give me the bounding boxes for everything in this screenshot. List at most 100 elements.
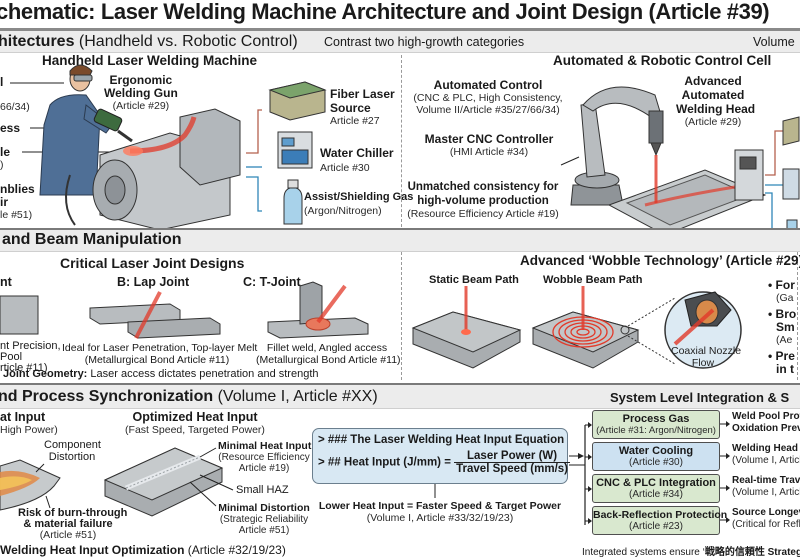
section3-title-rest: (Volume I, Article #XX): [213, 388, 378, 405]
integration-footer: Integrated systems ensure ‘戦略的信頼性 Strate…: [582, 543, 800, 558]
equation-fraction: Laser Power (W) Travel Speed (mm/s): [454, 450, 570, 475]
gun-callout: Ergonomic Welding Gun (Article #29): [104, 74, 178, 113]
cnc-controller-title: Master CNC Controller: [424, 132, 554, 146]
section3-title: nd Process Synchronization (Volume I, Ar…: [0, 388, 378, 406]
risk-line-3: (Article #51): [39, 529, 97, 541]
wobble-bullet-1-line2: (Ga: [776, 292, 794, 304]
fiber-source-article: Article #27: [330, 115, 380, 127]
risk-callout: Risk of burn-through & material failure …: [18, 508, 127, 541]
minimal-distortion-sub2: Article #51): [238, 525, 290, 536]
wobble-bullet-3: • Pre: [768, 349, 795, 363]
heat-input-footer-bold: Welding Heat Input Optimization: [0, 543, 185, 557]
output-3-line2: (Volume I, Article: [732, 487, 800, 498]
minimal-heat-sub2: Article #19): [238, 463, 290, 474]
output-3-line1: Real-time Travel S: [732, 475, 800, 486]
section1-note: Contrast two high-growth categories: [324, 35, 525, 49]
equation-note-2: (Volume I, Article #33/32/19/23): [366, 512, 514, 524]
section2-right-border: [797, 252, 798, 380]
wobble-bullet-2-line1: Bro: [775, 307, 797, 321]
welding-gun-icon: [93, 108, 133, 143]
handheld-label-8: le #51): [0, 209, 33, 221]
gas-bottle-icon: [283, 179, 303, 225]
equation-note: Lower Heat Input = Faster Speed & Target…: [315, 500, 565, 524]
back-reflection-sub: (Article #23): [629, 521, 683, 532]
laser-machine-body: [92, 108, 241, 231]
output-4-line2: (Critical for Reflec: [732, 519, 800, 530]
output-2: Welding Head & (Volume I, Article: [732, 443, 800, 471]
risk-line-2: & material failure: [23, 518, 113, 530]
handheld-title: Handheld Laser Welding Machine: [42, 53, 258, 68]
robot-chiller-icon: [782, 168, 800, 200]
section1-title: hitectures (Handheld vs. Robotic Control…: [0, 33, 298, 51]
wobble-bullet-3-line1: Pre: [775, 349, 795, 363]
optimized-heat-plate-icon: [103, 447, 234, 517]
gun-article: (Article #29): [112, 100, 170, 112]
welding-head-line-3: Welding Head: [676, 102, 756, 116]
handheld-label-1: l: [0, 75, 4, 89]
coaxial-nozzle-label-2: Flow: [691, 357, 715, 369]
welding-head-callout: Advanced Automated Welding Head (Article…: [676, 74, 756, 128]
section2-header-band: [0, 230, 800, 252]
consistency-line-1: Unmatched consistency for: [407, 181, 559, 193]
wobble-bullet-3-line2: in t: [776, 362, 794, 376]
joint-geometry-footer-bold: Joint Geometry:: [3, 368, 88, 380]
automated-control-sub1: (CNC & PLC, High Consistency,: [413, 92, 563, 104]
wobble-bullet-1-line1: For: [775, 278, 795, 292]
wobble-beam-label: Wobble Beam Path: [543, 274, 643, 286]
gas-connector: [246, 176, 262, 212]
high-heat-title: at Input: [0, 410, 46, 424]
integration-box-back-reflection: Back-Reflection Protection (Article #23): [592, 506, 727, 535]
optimized-heat-title: Optimized Heat Input: [132, 410, 258, 424]
process-gas-title: Process Gas: [622, 413, 690, 425]
output-1: Weld Pool Protec Oxidation Prever: [732, 411, 800, 439]
output-2-line1: Welding Head &: [732, 443, 800, 454]
component-distortion-2: Distortion: [48, 451, 96, 463]
laser-beam-icon: [644, 155, 736, 207]
wobble-bullet-2-line3: (Ae: [776, 334, 793, 346]
lap-joint-icon: [89, 291, 221, 339]
cnc-leader-line: [560, 156, 580, 166]
section1-title-rest: (Handheld vs. Robotic Control): [74, 33, 298, 50]
joint-illustrations: [0, 281, 369, 339]
integration-footer-prefix: Integrated systems ensure ‘: [582, 547, 705, 558]
section1-volume: Volume: [753, 35, 795, 49]
joint-c-desc-2: (Metallurgical Bond Article #11): [256, 354, 401, 366]
water-cooling-title: Water Cooling: [618, 445, 694, 457]
wobble-beam-plate-icon: [531, 286, 640, 369]
output-3: Real-time Travel S (Volume I, Article: [732, 475, 800, 503]
hmi-controller-icon: [734, 149, 764, 201]
joint-b-desc-1: Ideal for Laser Penetration, Top-layer M…: [62, 342, 258, 354]
handheld-label-5: ): [0, 159, 4, 171]
welding-head-article: (Article #29): [684, 116, 742, 128]
wobble-bullet-2: • Bro: [768, 307, 797, 321]
equation-formula: > ## Heat Input (J/mm) = Laser Power (W)…: [318, 450, 570, 475]
section2-divider: [401, 252, 402, 380]
nozzle-zoom-lines: [627, 297, 676, 365]
wobble-illustrations: [411, 286, 742, 369]
section1-divider: [401, 55, 402, 227]
heat-input-equation-box: > ### The Laser Welding Heat Input Equat…: [312, 428, 570, 484]
robot-fiber-source-icon: [782, 116, 800, 146]
joints-title: Critical Laser Joint Designs: [60, 255, 245, 271]
fiber-laser-source-icon: [268, 81, 327, 121]
assist-gas-title: Assist/Shielding Gas: [304, 191, 414, 203]
wobble-bullet-2-line2: Sm: [776, 320, 795, 334]
robot-arm-icon: [570, 86, 664, 206]
automated-control-sub2: Volume II/Article #35/27/66/34): [416, 104, 560, 116]
integration-output-arrows: [720, 421, 730, 523]
coaxial-nozzle-icon: [664, 291, 742, 369]
welding-head-line-1: Advanced: [684, 74, 742, 88]
small-haz-label: Small HAZ: [236, 484, 289, 496]
cnc-plc-sub: (Article #34): [629, 489, 683, 500]
fiber-source-title-1: Fiber Laser: [330, 87, 395, 101]
handheld-label-3: ess: [0, 121, 21, 135]
gun-label-2: Welding Gun: [104, 86, 178, 100]
output-4-line1: Source Longevit: [732, 507, 800, 518]
integration-box-water-cooling: Water Cooling (Article #30): [592, 442, 720, 471]
output-1-line2: Oxidation Prever: [732, 423, 800, 434]
output-2-line2: (Volume I, Article: [732, 455, 800, 466]
section1-title-bold: hitectures: [0, 33, 75, 50]
integration-footer-bold: 戦略的信頼性 Strategic Re: [704, 547, 800, 558]
minimal-heat-sub1: (Resource Efficiency: [218, 452, 310, 463]
consistency-line-2: high-volume production: [417, 195, 549, 207]
